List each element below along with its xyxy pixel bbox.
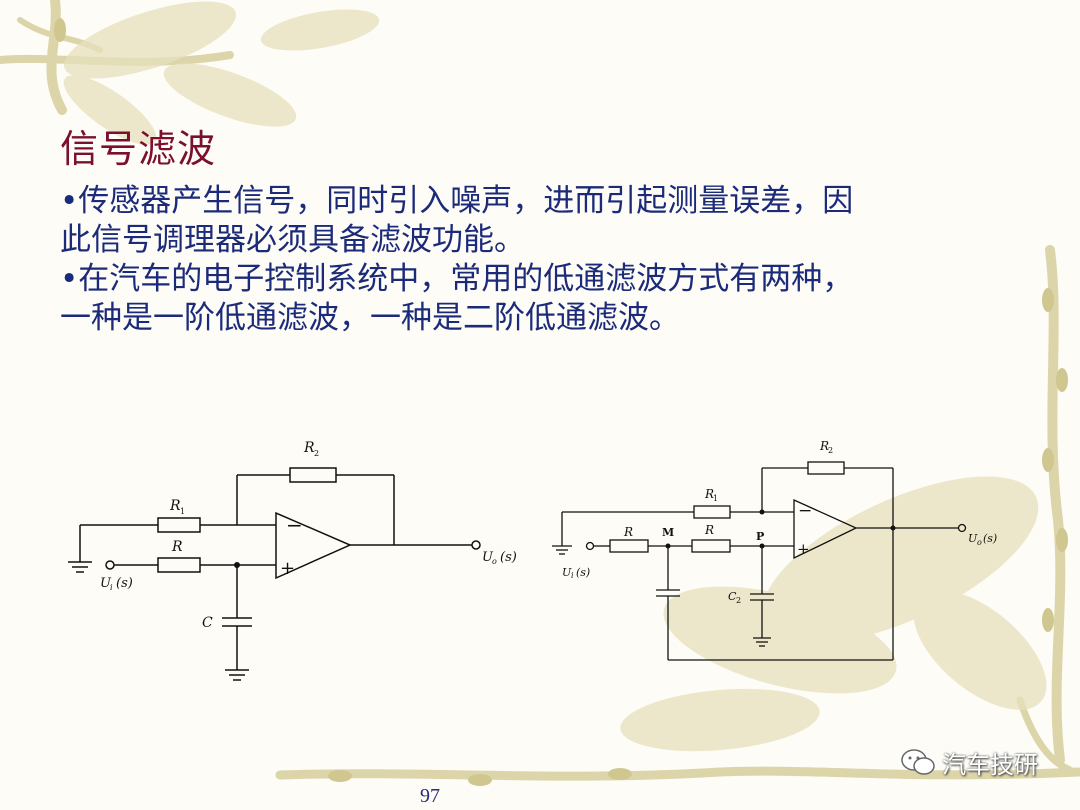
node-p-label: P <box>756 530 764 543</box>
bullet-item: •在汽车的电子控制系统中，常用的低通滤波方式有两种，一种是一阶低通滤波，一种是二… <box>60 260 1020 338</box>
wechat-icon <box>901 748 935 775</box>
second-order-lowpass-circuit: − + R 2 R 1 R M R P C 2 U i (s) U o (s) <box>552 439 997 661</box>
r2-subscript: 2 <box>314 449 319 458</box>
r2-label: R <box>303 440 315 456</box>
r-right-label: R <box>704 523 714 537</box>
r-label: R <box>171 539 183 555</box>
bullet-text-line: 此信号调理器必须具备滤波功能。 <box>60 222 525 258</box>
bullet-marker: • <box>60 261 79 297</box>
r-left-label: R <box>623 525 633 539</box>
ui-subscript: i <box>571 571 574 580</box>
uo-label: U <box>482 550 494 565</box>
minus-symbol: − <box>286 513 303 537</box>
minus-symbol: − <box>798 501 812 521</box>
uo-argument: (s) <box>983 532 997 545</box>
bullet-text-line: 一种是一阶低通滤波，一种是二阶低通滤波。 <box>60 300 680 336</box>
bullet-item: •传感器产生信号，同时引入噪声，进而引起测量误差，因此信号调理器必须具备滤波功能… <box>60 182 1020 260</box>
bullet-list: •传感器产生信号，同时引入噪声，进而引起测量误差，因此信号调理器必须具备滤波功能… <box>60 182 1020 338</box>
bullet-text-line: 传感器产生信号，同时引入噪声，进而引起测量误差，因 <box>78 183 854 219</box>
plus-symbol: + <box>280 558 295 579</box>
slide-title: 信号滤波 <box>60 127 217 171</box>
ui-label: U <box>562 566 572 579</box>
ui-argument: (s) <box>576 566 590 579</box>
c2-label: C <box>728 590 737 603</box>
watermark-text: 汽车技研 <box>942 751 1038 779</box>
bullet-marker: • <box>60 183 79 219</box>
ui-label: U <box>100 576 112 591</box>
uo-subscript: o <box>977 538 982 547</box>
r1-subscript: 1 <box>713 494 718 503</box>
watermark: 汽车技研 <box>900 745 1038 780</box>
r2-label: R <box>819 439 829 453</box>
c-label: C <box>202 615 213 631</box>
uo-label: U <box>968 532 978 545</box>
ui-argument: (s) <box>116 576 133 591</box>
ui-subscript: i <box>110 583 113 592</box>
r1-label: R <box>169 498 181 514</box>
node-m-label: M <box>662 526 674 539</box>
uo-subscript: o <box>492 557 497 566</box>
r1-subscript: 1 <box>180 507 185 516</box>
uo-argument: (s) <box>500 550 517 565</box>
first-order-lowpass-circuit: − + R 2 R 1 R C U i (s) U o (s) <box>68 440 517 681</box>
r2-subscript: 2 <box>828 446 833 455</box>
bullet-text-line: 在汽车的电子控制系统中，常用的低通滤波方式有两种， <box>78 261 854 297</box>
page-number: 97 <box>420 785 440 807</box>
r1-label: R <box>704 487 714 501</box>
plus-symbol: + <box>797 540 810 558</box>
c2-subscript: 2 <box>736 596 741 605</box>
